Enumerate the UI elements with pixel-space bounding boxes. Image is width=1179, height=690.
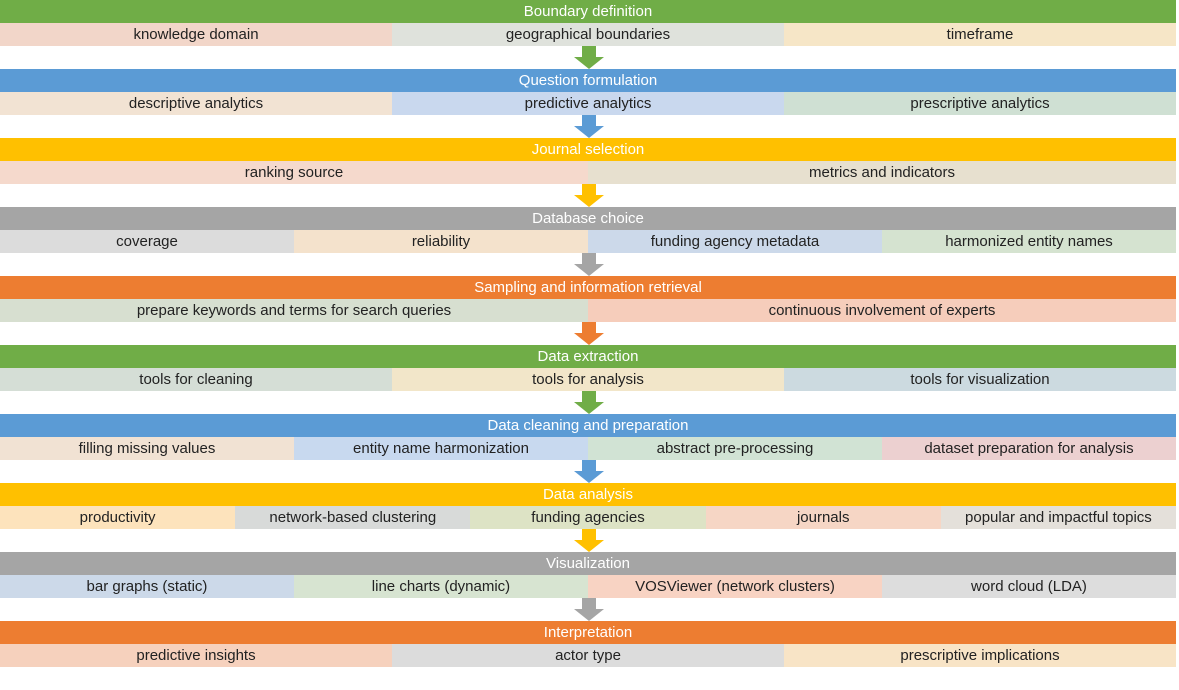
stage-item: descriptive analytics [0, 92, 392, 115]
stage-item: journals [705, 506, 941, 529]
down-arrow-icon [574, 322, 604, 345]
stage-item: line charts (dynamic) [294, 575, 588, 598]
down-arrow-icon [574, 391, 604, 414]
stage-header: Interpretation [0, 621, 1176, 644]
stage-item: tools for analysis [392, 368, 784, 391]
stage-header: Data extraction [0, 345, 1176, 368]
down-arrow-shape [574, 253, 604, 276]
down-arrow-shape [574, 460, 604, 483]
down-arrow-icon [574, 529, 604, 552]
stage-item: metrics and indicators [588, 161, 1176, 184]
stage-item: VOSViewer (network clusters) [588, 575, 882, 598]
down-arrow-shape [574, 598, 604, 621]
down-arrow-icon [574, 253, 604, 276]
stage-item: prescriptive analytics [784, 92, 1176, 115]
stage-items-row: bar graphs (static)line charts (dynamic)… [0, 575, 1176, 598]
stage-item: entity name harmonization [294, 437, 588, 460]
stage-header: Data analysis [0, 483, 1176, 506]
stage-item: actor type [392, 644, 784, 667]
stage-item: harmonized entity names [882, 230, 1176, 253]
stage-item: productivity [0, 506, 236, 529]
down-arrow-shape [574, 529, 604, 552]
stage-item: continuous involvement of experts [588, 299, 1176, 322]
stage-items-row: prepare keywords and terms for search qu… [0, 299, 1176, 322]
stage-item: tools for visualization [784, 368, 1176, 391]
stage-item: funding agency metadata [588, 230, 882, 253]
stage-item: knowledge domain [0, 23, 392, 46]
down-arrow-shape [574, 184, 604, 207]
stage-item: popular and impactful topics [940, 506, 1177, 529]
down-arrow-shape [574, 391, 604, 414]
stage-item: reliability [294, 230, 588, 253]
stage-header: Journal selection [0, 138, 1176, 161]
down-arrow-icon [574, 46, 604, 69]
down-arrow-shape [574, 46, 604, 69]
stage-item: bar graphs (static) [0, 575, 294, 598]
down-arrow-shape [574, 322, 604, 345]
stage-item: prepare keywords and terms for search qu… [0, 299, 588, 322]
down-arrow-shape [574, 115, 604, 138]
stage-item: predictive analytics [392, 92, 784, 115]
stage-item: geographical boundaries [392, 23, 784, 46]
stage-item: predictive insights [0, 644, 392, 667]
stage-header: Sampling and information retrieval [0, 276, 1176, 299]
stage-item: tools for cleaning [0, 368, 392, 391]
stage-item: timeframe [784, 23, 1176, 46]
stage-header: Boundary definition [0, 0, 1176, 23]
stage-item: funding agencies [470, 506, 706, 529]
stage-item: coverage [0, 230, 294, 253]
down-arrow-icon [574, 115, 604, 138]
stage-item: prescriptive implications [784, 644, 1176, 667]
down-arrow-icon [574, 598, 604, 621]
stage-item: network-based clustering [235, 506, 471, 529]
stage-item: word cloud (LDA) [882, 575, 1176, 598]
down-arrow-icon [574, 460, 604, 483]
stage-header: Data cleaning and preparation [0, 414, 1176, 437]
stage-header: Question formulation [0, 69, 1176, 92]
stage-item: ranking source [0, 161, 588, 184]
stage-item: filling missing values [0, 437, 294, 460]
stage-item: dataset preparation for analysis [882, 437, 1176, 460]
stage-header: Database choice [0, 207, 1176, 230]
stage-item: abstract pre-processing [588, 437, 882, 460]
stage-header: Visualization [0, 552, 1176, 575]
down-arrow-icon [574, 184, 604, 207]
